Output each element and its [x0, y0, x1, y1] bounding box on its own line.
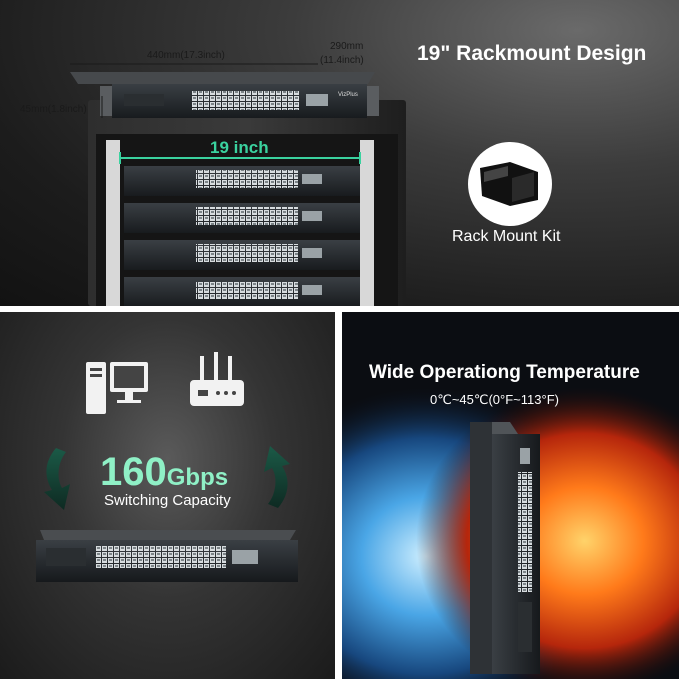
- rack-illustration: [70, 63, 552, 306]
- temperature-panel: [342, 312, 679, 679]
- dim-depth-mm-label: 290mm: [330, 41, 364, 52]
- dim-width-label: 440mm(17.3inch): [147, 50, 225, 61]
- router-icon: [190, 352, 244, 406]
- arrow-up-icon: [264, 446, 290, 508]
- rackmount-panel: 440mm(17.3inch) 290mm (11.4inch) 45mm(1.…: [0, 0, 679, 306]
- switching-rate-value: 160Gbps: [100, 452, 228, 498]
- rack-mount-kit-label: Rack Mount Kit: [452, 228, 561, 245]
- temperature-range: 0℃~45℃(0°F~113°F): [430, 392, 559, 407]
- computer-icon: [86, 362, 148, 414]
- rackmount-title: 19" Rackmount Design: [417, 42, 647, 65]
- switch-rack-4: [124, 277, 360, 306]
- switch-front: [36, 530, 298, 582]
- rate-unit: Gbps: [166, 464, 229, 491]
- arrow-down-icon: [44, 448, 70, 510]
- switch-rack-2: [124, 203, 360, 233]
- switch-top: [70, 72, 379, 118]
- temperature-title: Wide Operationg Temperature: [369, 362, 640, 383]
- rack-width-label: 19 inch: [210, 138, 269, 157]
- rate-number: 160: [100, 450, 167, 494]
- switch-rack-3: [124, 240, 360, 270]
- switching-capacity-label: Switching Capacity: [104, 492, 231, 509]
- temperature-illustration: [342, 312, 679, 679]
- switch-rack-1: [124, 166, 360, 196]
- switch-vertical: [470, 422, 540, 674]
- rack-mount-bracket-icon: [468, 142, 552, 226]
- dim-height-label: 45mm(1.8inch): [20, 104, 87, 115]
- dim-depth-in-label: (11.4inch): [320, 55, 364, 66]
- brand-logo: VizPlus: [338, 92, 358, 98]
- switching-capacity-panel: [0, 312, 335, 679]
- capacity-illustration: [36, 352, 298, 582]
